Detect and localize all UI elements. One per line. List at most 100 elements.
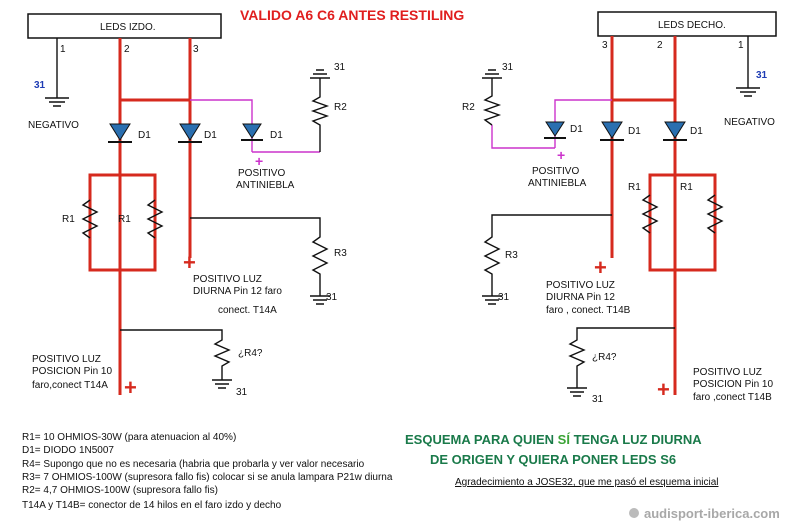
left-diode-2: D1 — [178, 123, 217, 143]
left-r1-b-label: R1 — [118, 214, 131, 225]
diagram-title: VALIDO A6 C6 ANTES RESTILING — [240, 7, 464, 23]
right-fog-label-2: ANTINIEBLA — [528, 178, 587, 189]
right-fog-plus: + — [557, 147, 565, 163]
right-r1-b-label: R1 — [680, 182, 693, 193]
right-r4-ground-num: 31 — [592, 394, 604, 405]
left-diode-1: D1 — [108, 123, 151, 143]
right-r1-a — [641, 194, 659, 234]
right-r4-label: ¿R4? — [592, 352, 617, 363]
watermark-text: audisport-iberica.com — [644, 506, 780, 521]
legend-line-6: T14A y T14B= conector de 14 hilos en el … — [22, 500, 282, 511]
left-r4-ground — [212, 379, 232, 389]
right-ground-label: NEGATIVO — [724, 117, 775, 128]
left-r2-ground — [310, 69, 330, 79]
headline: ESQUEMA PARA QUIEN SÍ TENGA LUZ DIURNA D… — [405, 432, 718, 488]
left-circuit: LEDS IZDO. 1 2 3 31 NEGATIVO D1 D1 D1 — [27, 13, 347, 400]
left-fog-label-2: ANTINIEBLA — [236, 180, 295, 191]
left-pos-label-1: POSITIVO LUZ — [32, 354, 101, 365]
left-r4-resistor — [120, 329, 231, 380]
watermark-icon — [629, 508, 639, 518]
right-r1-a-label: R1 — [628, 182, 641, 193]
right-pos-plus: + — [657, 377, 670, 402]
right-r3-resistor — [483, 214, 612, 296]
right-r2-ground-num: 31 — [502, 62, 514, 73]
left-ground-label: NEGATIVO — [28, 120, 79, 131]
left-r2-resistor — [310, 78, 330, 152]
left-r1-a-label: R1 — [62, 214, 75, 225]
legend-line-1: R1= 10 OHMIOS-30W (para atenuacion al 40… — [22, 432, 236, 443]
left-ground-symbol — [45, 97, 69, 107]
right-diode-2: D1 — [600, 121, 641, 141]
watermark: audisport-iberica.com — [622, 505, 800, 522]
right-r2-label: R2 — [462, 102, 475, 113]
legend: R1= 10 OHMIOS-30W (para atenuacion al 40… — [22, 432, 393, 511]
right-drl-label-3: faro , conect. T14B — [546, 305, 631, 316]
right-diode-1-label: D1 — [570, 124, 583, 135]
right-drl-label-1: POSITIVO LUZ — [546, 280, 615, 291]
right-r4-resistor — [568, 327, 675, 388]
left-connector-box — [27, 13, 222, 39]
right-pin-1: 1 — [738, 40, 744, 51]
left-pin-1: 1 — [60, 44, 66, 55]
left-r3-resistor — [190, 217, 329, 296]
left-r4-label: ¿R4? — [238, 348, 263, 359]
right-ground-symbol — [736, 87, 760, 97]
right-fog-label-1: POSITIVO — [532, 166, 579, 177]
right-pos-label-2: POSICION Pin 10 — [693, 379, 773, 390]
legend-line-2: D1= DIODO 1N5007 — [22, 445, 114, 456]
right-diode-1: D1 — [544, 121, 583, 139]
left-r2-label: R2 — [334, 102, 347, 113]
right-pin-3: 3 — [602, 40, 608, 51]
legend-line-3: R4= Supongo que no es necesaria (habria … — [22, 459, 365, 470]
right-r1-b — [706, 194, 724, 234]
right-ground-number: 31 — [756, 70, 768, 81]
left-pin-3: 3 — [193, 44, 199, 55]
left-r1-frame — [88, 170, 157, 272]
left-fog-label-1: POSITIVO — [238, 168, 285, 179]
right-pos-label-1: POSITIVO LUZ — [693, 367, 762, 378]
right-circuit: LEDS DECHO. 3 2 1 31 NEGATIVO D1 D1 D1 — [462, 11, 777, 405]
right-r2-resistor — [482, 78, 502, 126]
right-r3-ground — [482, 295, 502, 305]
legend-line-5: R2= 4,7 OHMIOS-100W (supresora fallo fis… — [22, 485, 218, 496]
left-diode-3: D1 — [241, 123, 283, 141]
left-diode-3-label: D1 — [270, 130, 283, 141]
thanks-note: Agradecimiento a JOSE32, que me pasó el … — [455, 477, 718, 488]
right-fog-wire — [491, 125, 555, 149]
right-pin-2: 2 — [657, 40, 663, 51]
right-r3-label: R3 — [505, 250, 518, 261]
right-pos-label-3: faro ,conect T14B — [693, 392, 772, 403]
left-diode-1-label: D1 — [138, 130, 151, 141]
right-connector-box — [597, 11, 777, 37]
right-connector-label: LEDS DECHO. — [658, 20, 726, 31]
left-drl-label-1: POSITIVO LUZ — [193, 274, 262, 285]
right-r3-ground-num: 31 — [498, 292, 510, 303]
left-r1-a — [81, 199, 99, 239]
right-diode-3: D1 — [663, 121, 703, 141]
right-drl-plus: + — [594, 255, 607, 280]
right-drl-label-2: DIURNA Pin 12 — [546, 292, 615, 303]
left-fog-plus: + — [255, 153, 263, 169]
left-pos-label-3: faro,conect T14A — [32, 380, 108, 391]
right-r2-ground — [482, 69, 502, 79]
right-r1-frame — [648, 165, 717, 272]
left-r4-ground-num: 31 — [236, 387, 248, 398]
left-pin-2: 2 — [124, 44, 130, 55]
legend-line-4: R3= 7 OHMIOS-100W (supresora fallo fis) … — [22, 472, 393, 483]
left-ground-number: 31 — [34, 80, 46, 91]
left-r3-ground-num: 31 — [326, 292, 338, 303]
left-pos-plus: + — [124, 375, 137, 400]
left-connector-label: LEDS IZDO. — [100, 22, 156, 33]
left-diode-2-label: D1 — [204, 130, 217, 141]
right-diode-3-label: D1 — [690, 126, 703, 137]
right-r4-ground — [567, 387, 587, 397]
headline-line-1: ESQUEMA PARA QUIEN SÍ TENGA LUZ DIURNA — [405, 432, 702, 447]
left-drl-label-2: DIURNA Pin 12 faro — [193, 286, 282, 297]
left-r3-label: R3 — [334, 248, 347, 259]
left-drl-label-3: conect. T14A — [218, 305, 277, 316]
left-r3-ground — [310, 295, 330, 305]
left-pos-label-2: POSICION Pin 10 — [32, 366, 112, 377]
right-diode-2-label: D1 — [628, 126, 641, 137]
